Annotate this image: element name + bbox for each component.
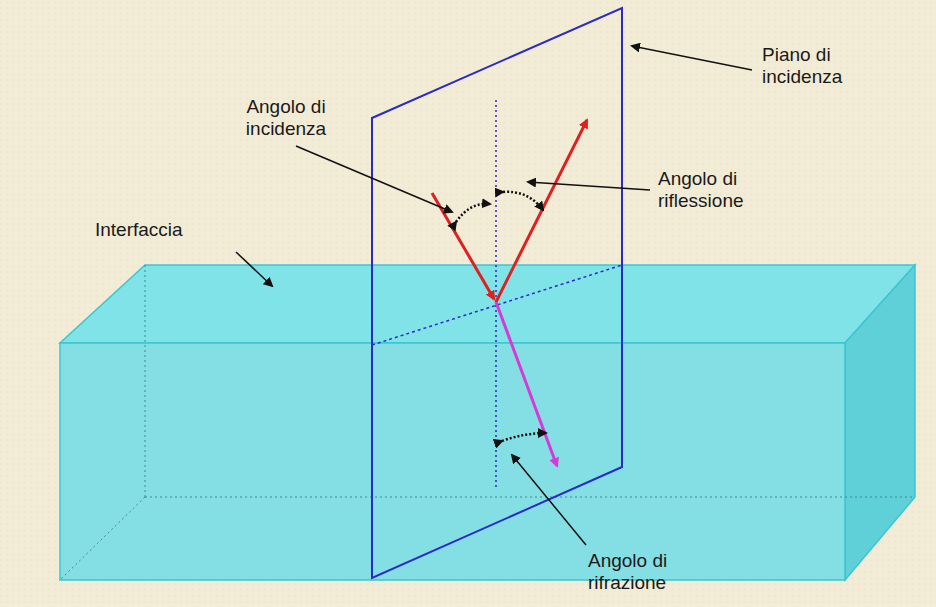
angle-label: Angolo di riflessione: [658, 168, 766, 212]
block-top: [60, 265, 915, 343]
angle-label: Angolo di rifrazione: [588, 550, 696, 594]
hidden-edges: [60, 265, 915, 580]
incidence-plane: [372, 8, 622, 578]
refracted-ray: [496, 302, 557, 466]
normal-line: [495, 100, 497, 488]
block-front: [60, 343, 845, 580]
block-side: [845, 265, 915, 580]
reflected-ray: [496, 120, 587, 302]
plane-label: Piano di incidenza: [762, 44, 870, 88]
angle-arcs: [456, 192, 546, 441]
interface-label: Interfaccia: [95, 219, 255, 241]
incident-ray: [432, 193, 494, 299]
angle-label: Angolo di incidenza: [232, 96, 340, 140]
